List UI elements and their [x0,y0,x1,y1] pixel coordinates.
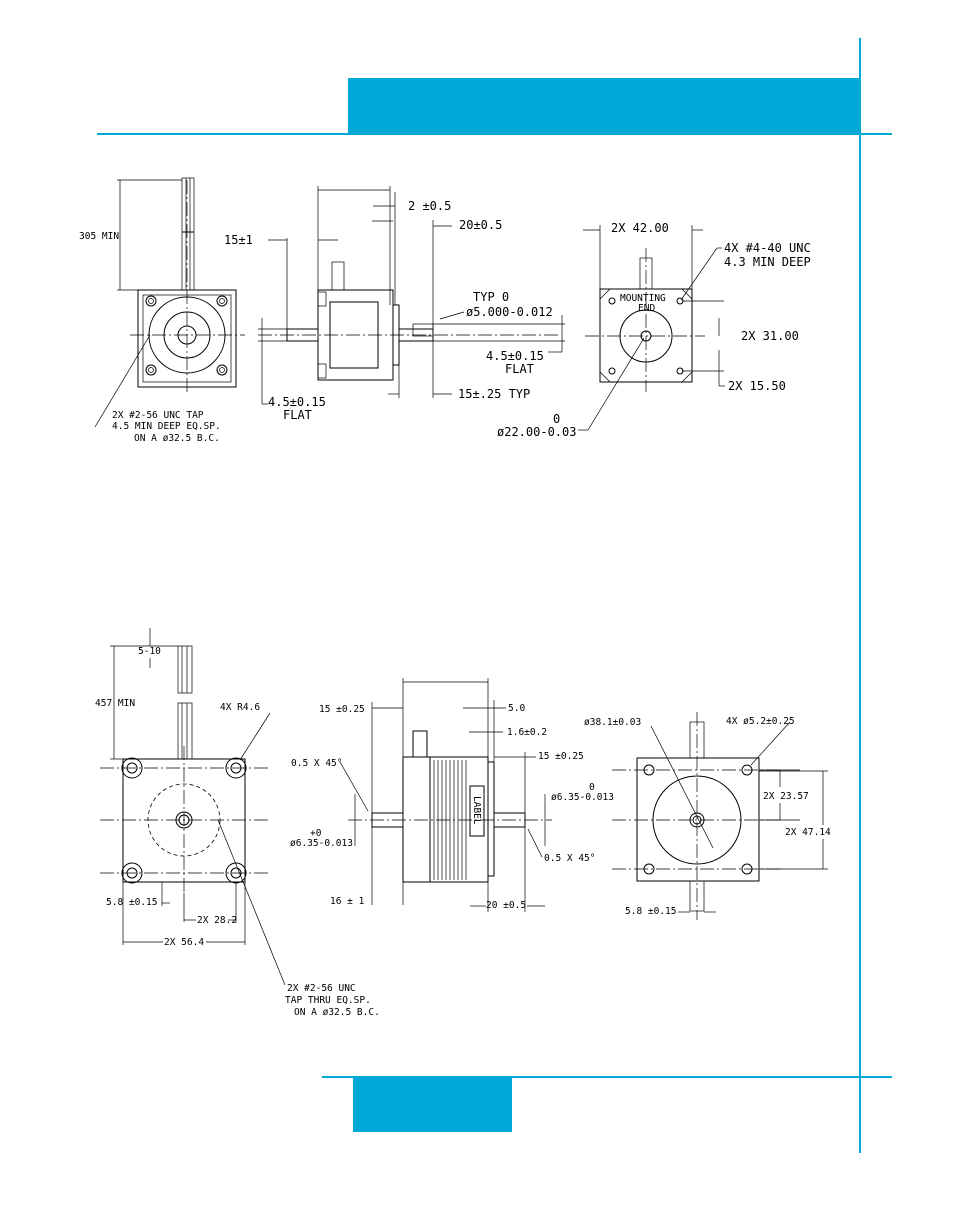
dim-15-right: 15 ±0.25 [538,751,584,762]
side-label: LABEL [471,796,482,825]
tap-note-b3: ON A ø32.5 B.C. [294,1007,380,1018]
flat-left-1: 4.5±0.15 [268,395,326,409]
top-side-view: 2 ±0.5 20±0.5 15±1 TYP 0 ø5.000-0.012 4.… [224,186,565,422]
shaft-dia: ø5.000-0.012 [466,305,553,319]
dim-5-8-front: 5.8 ±0.15 [106,897,157,908]
mount-spacing: 2X 31.00 [741,329,799,343]
dim-47-14: 2X 47.14 [785,827,831,838]
right-margin-rule [859,38,861,1153]
tap-note-1: 2X #2-56 UNC TAP [112,410,204,421]
dia-left: ø6.35-0.013 [290,838,353,849]
dim-15-typ: 15±.25 TYP [458,387,530,401]
dim-5-8-mount: 5.8 ±0.15 [625,906,676,917]
tol-left: +0 [310,828,322,839]
dim-16: 16 ± 1 [330,896,365,907]
mount-holes-b: 4X ø5.2±0.25 [726,716,795,727]
bottom-side-view: LABEL 15 ±0.25 5.0 1.6±0.2 15 ±0.25 0.5 … [290,678,614,912]
header-band [348,78,860,135]
pilot-dia: ø22.00-0.03 [497,425,576,439]
dim-2: 2 ±0.5 [408,199,451,213]
mount-half-spacing: 2X 15.50 [728,379,786,393]
top-front-view: 305 MIN 2X #2-56 UNC TAP 4.5 MIN DEEP EQ… [79,177,245,444]
flat-left-2: FLAT [283,408,312,422]
dim-20-b: 20 ±0.5 [486,900,526,911]
mounting-end-1: MOUNTING [620,293,666,304]
dia-right: ø6.35-0.013 [551,792,614,803]
lead-end-dim: 5-10 [138,646,161,657]
dim-23-57: 2X 23.57 [763,791,809,802]
lead-length-dim-2: 457 MIN [95,698,135,709]
footer-band [353,1076,512,1132]
dim-20: 20±0.5 [459,218,502,232]
tap-note-2: 4.5 MIN DEEP EQ.SP. [112,421,221,432]
tol-right: 0 [589,782,595,793]
bottom-front-view: 5-10 457 MIN 4X R4.6 5.8 ±0.15 2X 28.2 2… [95,628,380,1018]
bottom-mount-view: ø38.1±0.03 4X ø5.2±0.25 2X 23.57 2X 47.1… [584,712,831,920]
mount-pilot: ø38.1±0.03 [584,717,641,728]
mount-width: 2X 42.00 [611,221,669,235]
mount-holes-2: 4.3 MIN DEEP [724,255,811,269]
dim-15: 15±1 [224,233,253,247]
tap-note-b2: TAP THRU EQ.SP. [285,995,371,1006]
dim-56-4: 2X 56.4 [164,937,204,948]
shaft-tol-top: TYP 0 [473,290,509,304]
mounting-end-2: END [638,303,655,314]
tap-note-b1: 2X #2-56 UNC [287,983,356,994]
header-rule [97,133,892,135]
chamfer-right: 0.5 X 45° [544,853,595,864]
pilot-tol: 0 [553,412,560,426]
dim-1-6: 1.6±0.2 [507,727,547,738]
top-mount-view: MOUNTING END 2X 42.00 4X #4-40 UNC 4.3 M… [497,221,811,439]
chamfer-left: 0.5 X 45° [291,758,342,769]
tap-note-3: ON A ø32.5 B.C. [134,433,220,444]
radius-dim: 4X R4.6 [220,702,260,713]
dim-5-0: 5.0 [508,703,525,714]
dim-28-2: 2X 28.2 [197,915,237,926]
lead-length-dim: 305 MIN [79,231,119,242]
mount-holes-1: 4X #4-40 UNC [724,241,811,255]
dim-15-left: 15 ±0.25 [319,704,365,715]
flat-right-2: FLAT [505,362,534,376]
flat-right-1: 4.5±0.15 [486,349,544,363]
footer-rule [322,1076,892,1078]
